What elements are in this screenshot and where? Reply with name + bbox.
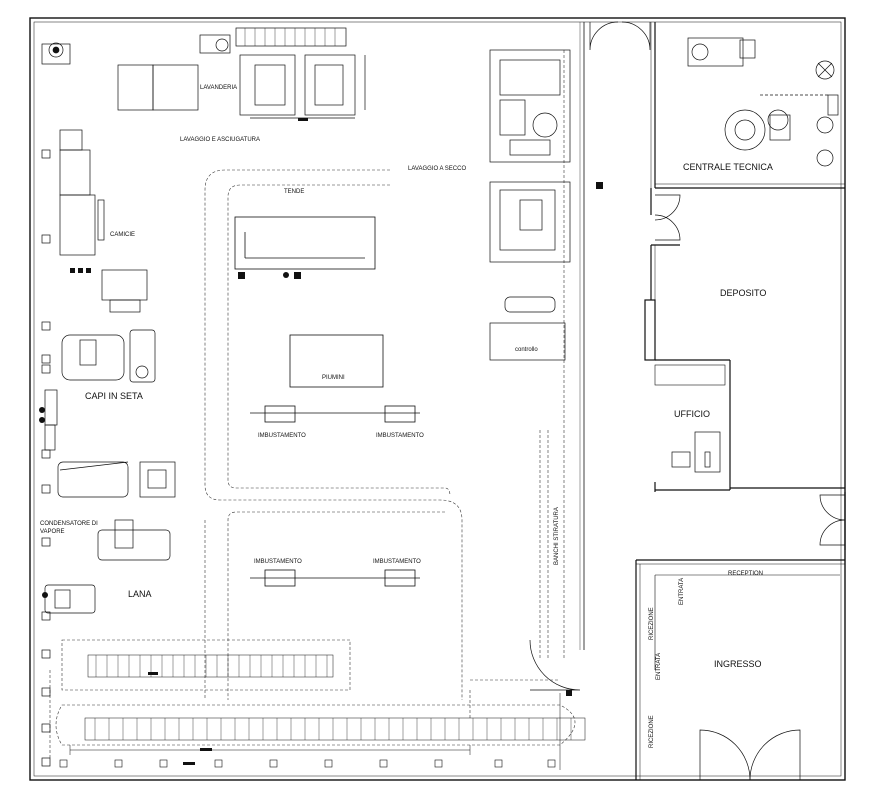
- label-lavanderia: LAVANDERIA: [200, 85, 237, 91]
- partition-walls: [579, 22, 846, 780]
- label-banchi-stiratura: BANCHI STIRATURA: [554, 507, 560, 565]
- label-deposito: DEPOSITO: [720, 288, 766, 298]
- label-piumini: PIUMINI: [322, 375, 345, 381]
- label-camicie: CAMICIE: [110, 232, 135, 238]
- conveyor-ticks: [94, 655, 572, 740]
- label-condensatore-2: VAPORE: [40, 529, 65, 535]
- label-tende: TENDE: [284, 189, 304, 195]
- label-entrata-1: ENTRATA: [679, 578, 685, 605]
- central-tables: [234, 216, 420, 587]
- marker-blocks: [39, 118, 603, 765]
- bottom-markers: [59, 759, 556, 768]
- label-reception: RECEPTION: [728, 571, 763, 577]
- room-labels: CENTRALE TECNICA DEPOSITO UFFICIO INGRES…: [674, 162, 773, 669]
- technical-equipment: [687, 37, 839, 167]
- office-furniture: [671, 431, 721, 473]
- label-capi-in-seta: CAPI IN SETA: [85, 391, 143, 401]
- label-ricezione-2: RICEZIONE: [649, 715, 655, 748]
- label-ingresso: INGRESSO: [714, 659, 762, 669]
- dimension-lines: [69, 693, 561, 770]
- label-centrale-tecnica: CENTRALE TECNICA: [683, 162, 773, 172]
- label-controllo: controllo: [515, 347, 538, 353]
- label-ricezione-1: RICEZIONE: [649, 607, 655, 640]
- label-ufficio: UFFICIO: [674, 409, 710, 419]
- area-labels: LAVANDERIA LAVAGGIO E ASCIUGATURA LAVAGG…: [40, 85, 685, 748]
- garment-conveyors: [84, 654, 586, 741]
- label-lana: LANA: [128, 589, 152, 599]
- dry-cleaning-machines: [489, 49, 571, 361]
- left-equipment: [41, 42, 176, 767]
- label-lavaggio-asciugatura: LAVAGGIO E ASCIUGATURA: [180, 137, 260, 143]
- label-lavaggio-secco: LAVAGGIO A SECCO: [408, 166, 466, 172]
- laundry-machines: [117, 27, 366, 119]
- label-condensatore-1: CONDENSATORE DI: [40, 521, 98, 527]
- label-imbustamento-4: IMBUSTAMENTO: [373, 559, 421, 565]
- label-imbustamento-1: IMBUSTAMENTO: [258, 433, 306, 439]
- label-imbustamento-3: IMBUSTAMENTO: [254, 559, 302, 565]
- outer-walls: [29, 17, 846, 781]
- conveyor-rails: [49, 50, 576, 760]
- label-entrata-2: ENTRATA: [656, 653, 662, 680]
- label-imbustamento-2: IMBUSTAMENTO: [376, 433, 424, 439]
- doors: [529, 21, 846, 781]
